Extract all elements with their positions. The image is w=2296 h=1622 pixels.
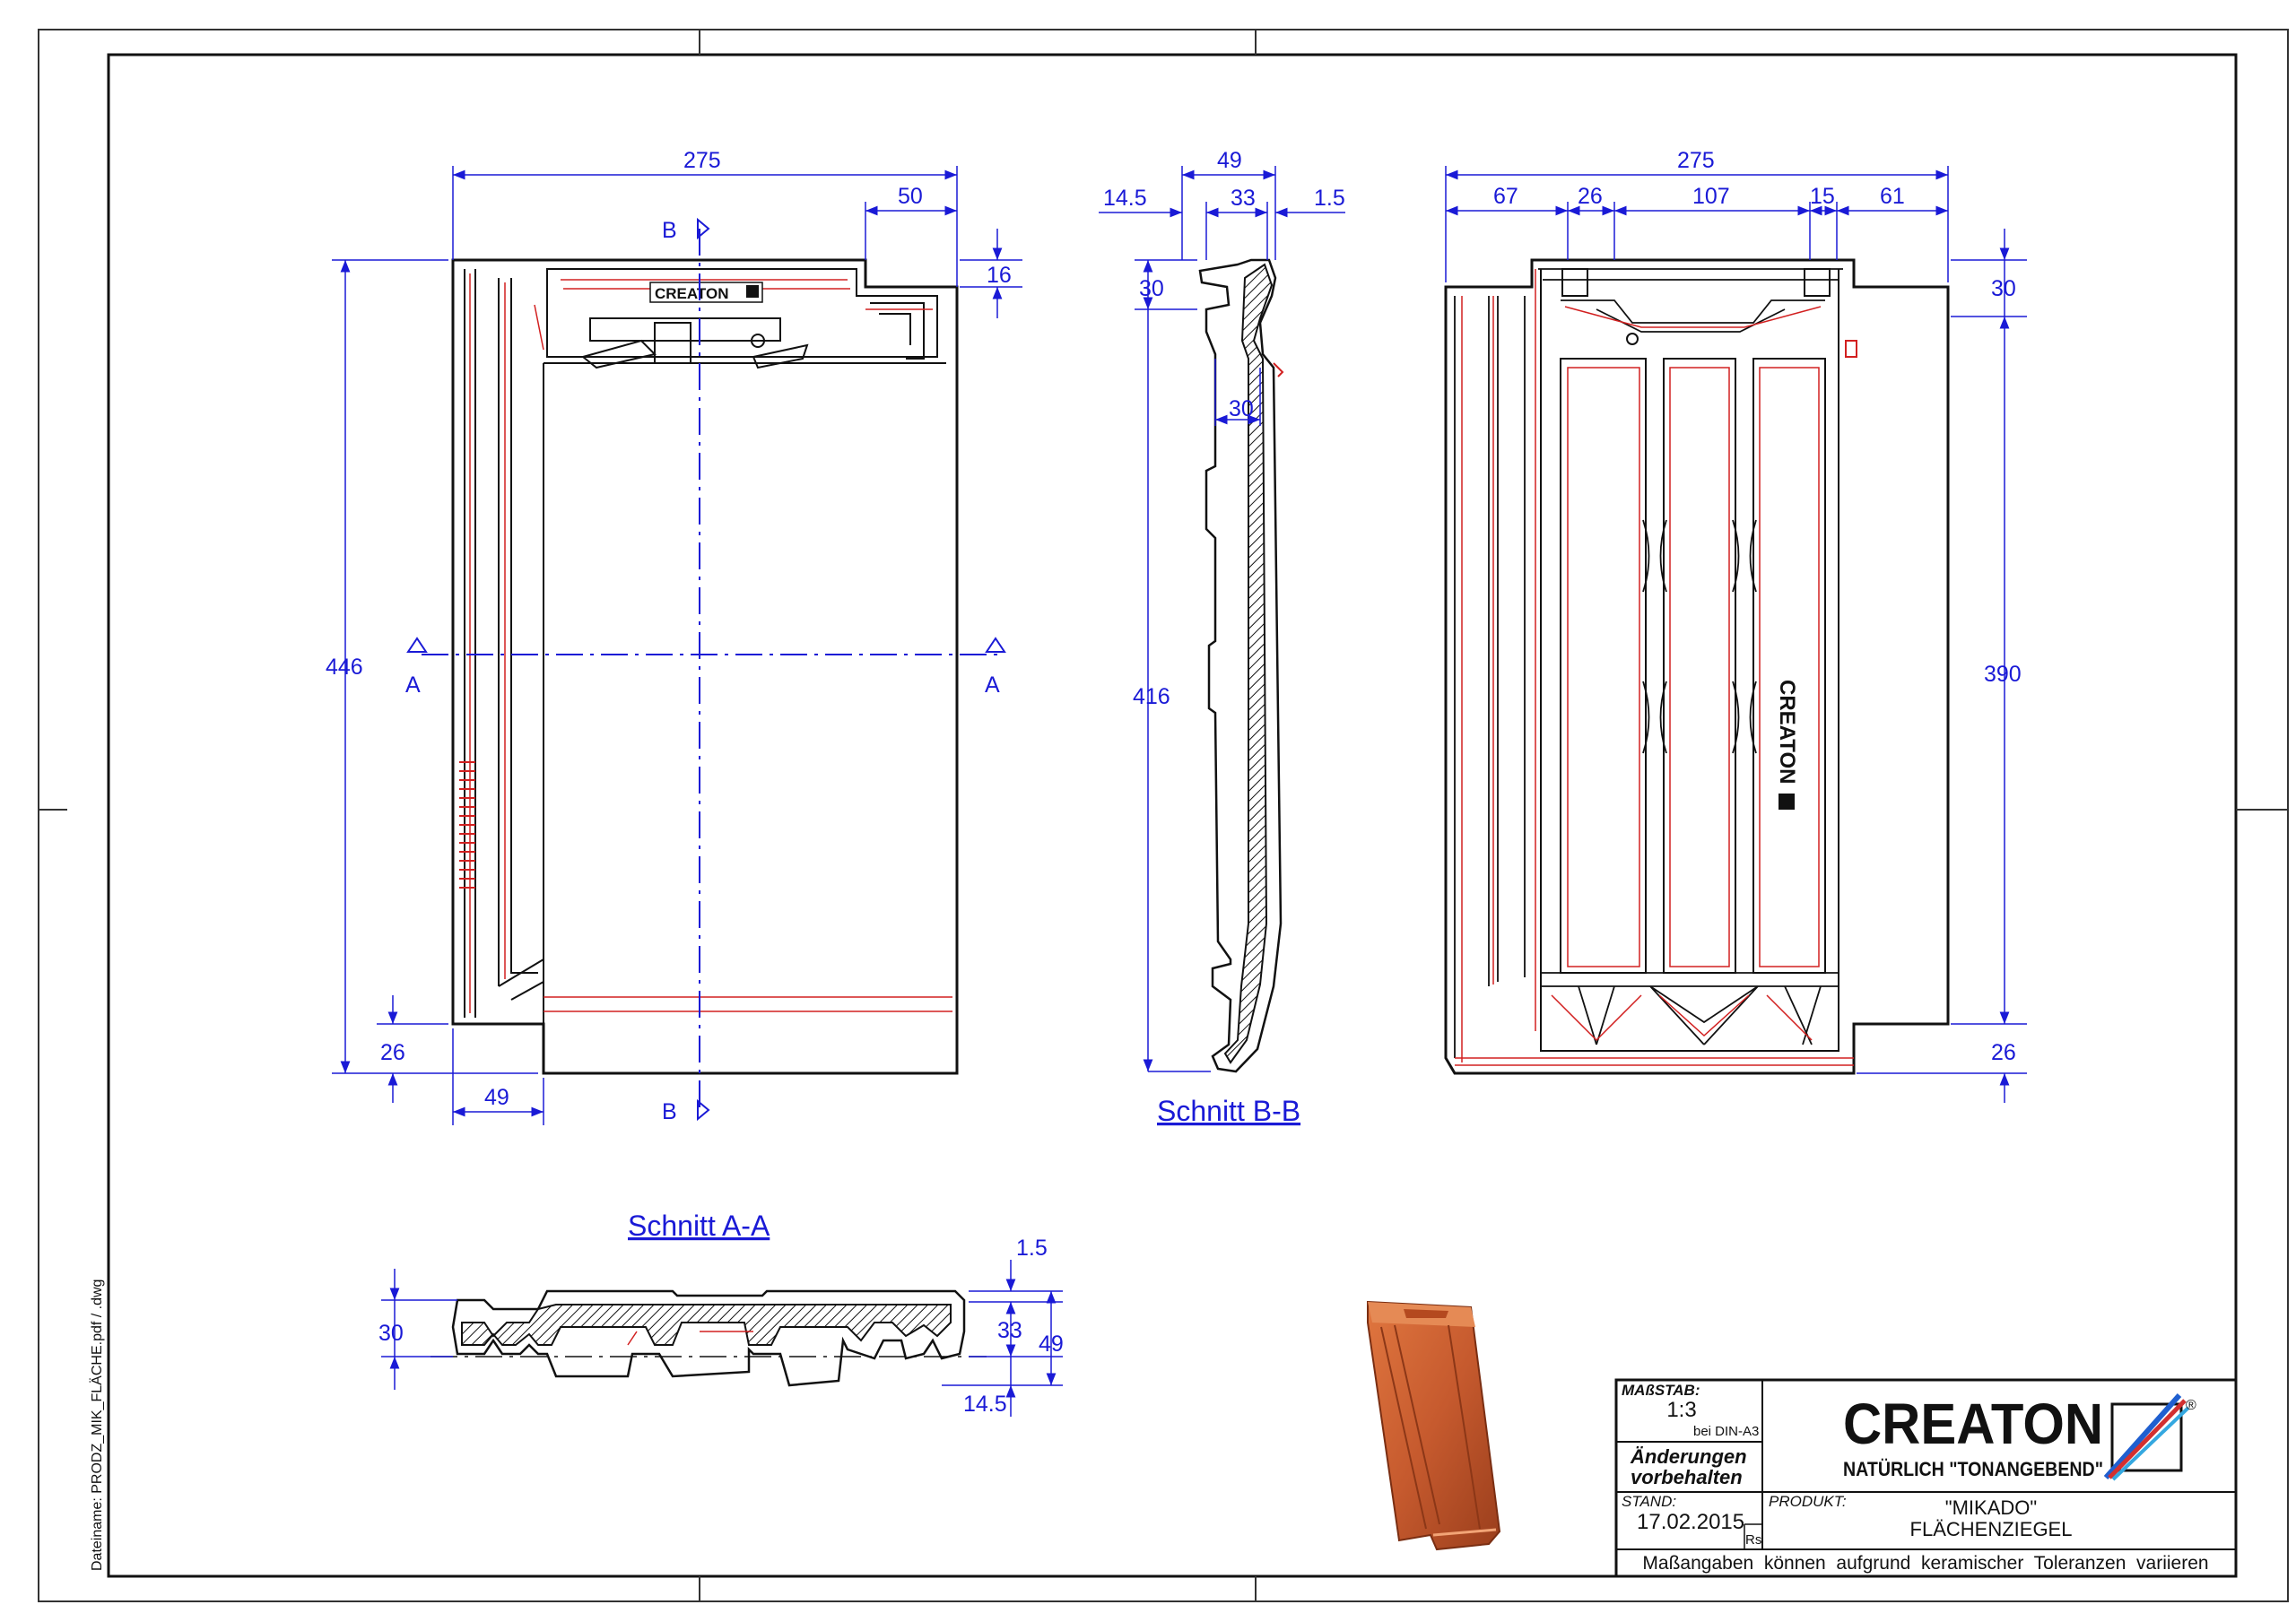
author-initials: Rs (1745, 1532, 1761, 1548)
section-bb-dim-top-height: 30 (1139, 276, 1164, 301)
section-a-right-label: A (985, 672, 1000, 698)
section-b-top-label: B (662, 218, 677, 243)
rear-dim-seg-3: 107 (1692, 184, 1730, 209)
title-block: MAßSTAB: 1:3 bei DIN-A3 Änderungen vorbe… (1614, 1378, 2238, 1578)
product-name: "MIKADO" (1945, 1496, 2037, 1519)
rear-logo-text: CREATON (1775, 680, 1799, 784)
section-aa-dim-total-right: 49 (1039, 1331, 1064, 1357)
front-dim-bottom-step-height: 26 (380, 1040, 405, 1065)
file-name-label: Dateiname: PRODZ_MIK_FLÄCHE.pdf / .dwg (89, 1279, 105, 1571)
section-aa-dim-height-left: 30 (378, 1321, 404, 1346)
section-bb-dim-middle: 33 (1231, 186, 1256, 211)
front-dim-width-total: 275 (683, 148, 721, 173)
tile-product-image (1367, 1300, 1501, 1551)
rear-dim-seg-2: 26 (1578, 184, 1603, 209)
rear-dim-seg-4: 15 (1810, 184, 1835, 209)
changes-line-1: Änderungen (1630, 1445, 1747, 1468)
scale-value: 1:3 (1666, 1398, 1696, 1422)
date-label: STAND: (1622, 1493, 1676, 1510)
footer-tolerance-note: Maßangaben können aufgrund keramischer T… (1642, 1553, 2208, 1574)
section-aa-view: Schnitt A-A 1.5 30 33 49 14.5 (378, 1210, 1064, 1417)
scale-label: MAßSTAB: (1622, 1382, 1700, 1399)
product-type: FLÄCHENZIEGEL (1910, 1518, 2073, 1540)
section-bb-dim-depth: 49 (1217, 148, 1242, 173)
front-logo-text: CREATON (655, 285, 729, 302)
section-bb-dim-left: 14.5 (1103, 186, 1147, 211)
section-aa-dim-bottom-right: 14.5 (963, 1392, 1007, 1417)
front-view: CREATON B B A A (326, 148, 1022, 1125)
brand-name: CREATON (1843, 1392, 2103, 1456)
section-bb-dim-right: 1.5 (1314, 186, 1345, 211)
rear-dim-height-right: 390 (1984, 662, 2022, 687)
section-bb-view: 49 14.5 33 1.5 30 30 416 Schnitt B-B (1099, 148, 1345, 1127)
section-bb-dim-inner: 30 (1229, 396, 1254, 421)
section-bb-title: Schnitt B-B (1157, 1095, 1300, 1127)
rear-dim-seg-5: 61 (1880, 184, 1905, 209)
rear-dim-width-total: 275 (1677, 148, 1715, 173)
sheet-frame (38, 29, 2289, 1602)
scale-note: bei DIN-A3 (1693, 1424, 1759, 1439)
registered-mark: ® (2186, 1398, 2196, 1413)
section-a-left-label: A (405, 672, 421, 698)
product-label: PRODUKT: (1769, 1493, 1847, 1510)
section-aa-title: Schnitt A-A (628, 1210, 770, 1242)
section-aa-dim-middle-right: 33 (997, 1318, 1022, 1343)
section-aa-dim-top-right: 1.5 (1016, 1236, 1048, 1261)
date-value: 17.02.2015 (1637, 1510, 1744, 1534)
rear-view: CREATON 275 67 26 107 (1444, 148, 2027, 1103)
changes-line-2: vorbehalten (1631, 1466, 1743, 1488)
section-b-bottom-label: B (662, 1099, 677, 1124)
rear-dim-bottom-right: 26 (1991, 1040, 2016, 1065)
front-dim-height-total: 446 (326, 655, 363, 680)
section-bb-dim-length: 416 (1133, 684, 1170, 709)
front-dim-top-step-width: 50 (898, 184, 923, 209)
rear-dim-top-right: 30 (1991, 276, 2016, 301)
front-dim-bottom-step-width: 49 (484, 1085, 509, 1110)
rear-dim-seg-1: 67 (1493, 184, 1518, 209)
creaton-logo: CREATON NATÜRLICH "TONANGEBEND" ® (1843, 1392, 2196, 1481)
front-dim-top-step-height: 16 (987, 263, 1012, 288)
brand-slogan: NATÜRLICH "TONANGEBEND" (1843, 1458, 2103, 1480)
